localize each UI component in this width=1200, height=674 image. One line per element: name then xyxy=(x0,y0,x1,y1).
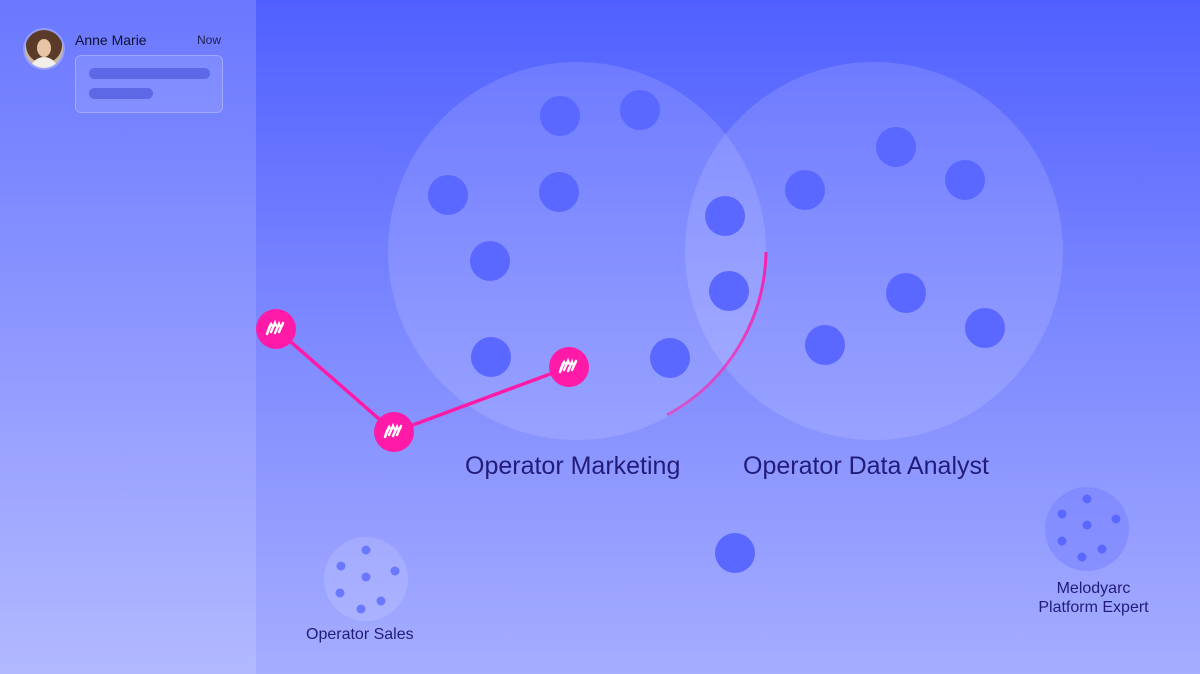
member-mini-dot xyxy=(1111,514,1121,524)
melodyarc-logo-icon xyxy=(383,422,403,439)
member-dot[interactable] xyxy=(965,308,1005,348)
message-placeholder-line xyxy=(89,88,153,99)
group-label-sales: Operator Sales xyxy=(306,626,414,643)
member-dot[interactable] xyxy=(539,172,579,212)
member-dot[interactable] xyxy=(709,271,749,311)
member-mini-dot xyxy=(361,572,371,582)
user-avatar[interactable] xyxy=(25,30,63,68)
member-dot[interactable] xyxy=(705,196,745,236)
member-dot[interactable] xyxy=(805,325,845,365)
left-panel xyxy=(0,0,256,674)
member-mini-dot xyxy=(335,588,345,598)
member-mini-dot xyxy=(1097,544,1107,554)
member-dot[interactable] xyxy=(715,533,755,573)
member-dot[interactable] xyxy=(650,338,690,378)
path-node[interactable] xyxy=(549,347,589,387)
analyst-group-circle xyxy=(685,62,1063,440)
path-node[interactable] xyxy=(374,412,414,452)
message-preview-card[interactable] xyxy=(75,55,223,113)
member-dot[interactable] xyxy=(876,127,916,167)
melodyarc-logo-icon xyxy=(558,357,578,374)
group-label-marketing: Operator Marketing xyxy=(465,452,681,480)
member-dot[interactable] xyxy=(540,96,580,136)
member-dot[interactable] xyxy=(471,337,511,377)
member-mini-dot xyxy=(1057,509,1067,519)
member-dot[interactable] xyxy=(945,160,985,200)
notification-user-name: Anne Marie xyxy=(75,32,147,48)
notification-timestamp: Now xyxy=(197,33,222,47)
group-label-data-analyst: Operator Data Analyst xyxy=(743,452,989,480)
member-mini-dot xyxy=(1077,552,1087,562)
member-mini-dot xyxy=(361,545,371,555)
group-label-line: Melodyarc xyxy=(1056,580,1131,597)
member-dot[interactable] xyxy=(428,175,468,215)
member-dot[interactable] xyxy=(620,90,660,130)
member-mini-dot xyxy=(356,604,366,614)
melodyarc-logo-icon xyxy=(265,319,285,336)
group-label-line: Platform Expert xyxy=(1038,599,1149,616)
member-dot[interactable] xyxy=(886,273,926,313)
member-mini-dot xyxy=(336,561,346,571)
message-placeholder-line xyxy=(89,68,210,79)
member-mini-dot xyxy=(1057,536,1067,546)
member-mini-dot xyxy=(376,596,386,606)
member-mini-dot xyxy=(1082,520,1092,530)
progress-arc xyxy=(666,251,768,417)
group-label-platform-expert: Melodyarc Platform Expert xyxy=(1026,579,1161,617)
member-dot[interactable] xyxy=(470,241,510,281)
member-dot[interactable] xyxy=(785,170,825,210)
path-connector xyxy=(393,365,570,434)
path-node[interactable] xyxy=(256,309,296,349)
member-mini-dot xyxy=(390,566,400,576)
member-mini-dot xyxy=(1082,494,1092,504)
path-connector xyxy=(274,327,396,434)
